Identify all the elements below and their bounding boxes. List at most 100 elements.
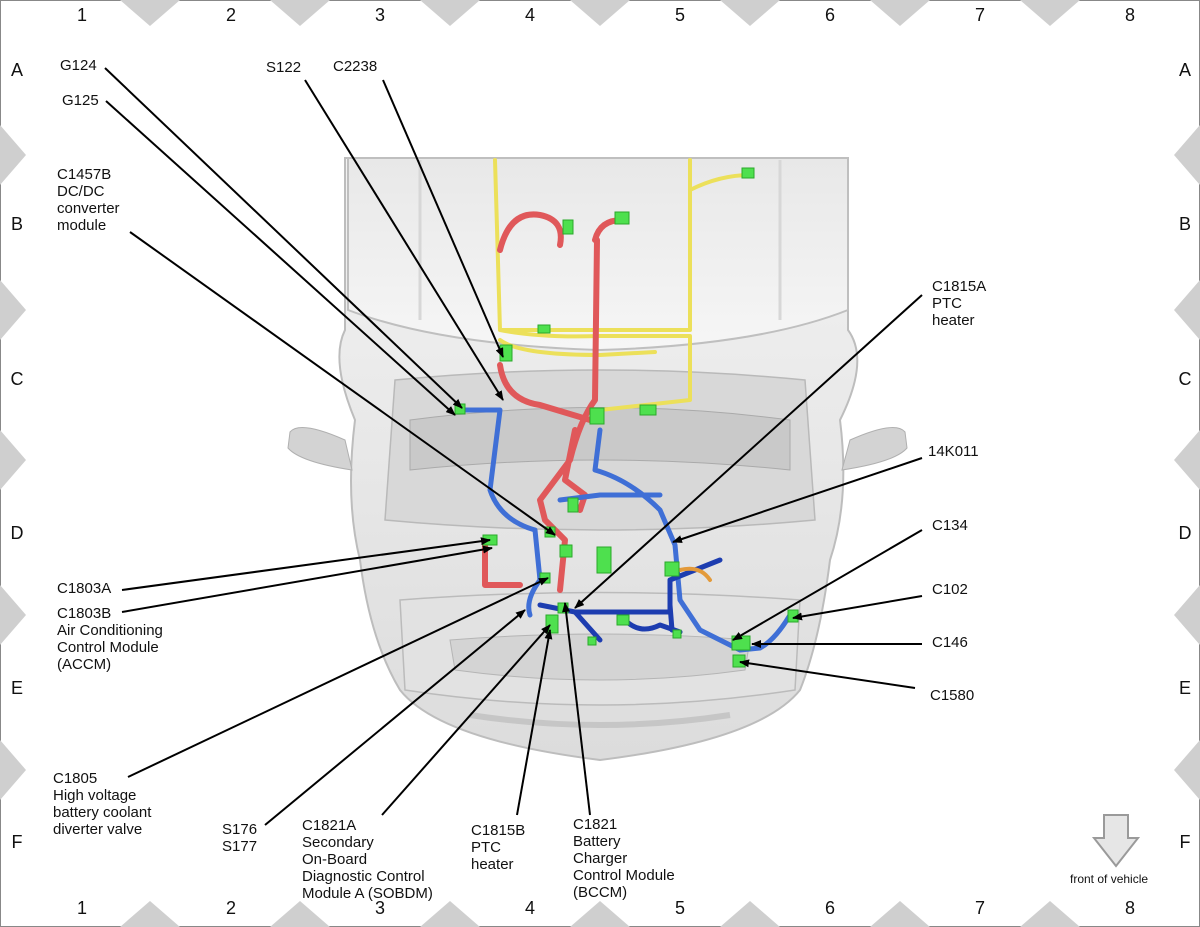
grid-col-top-3: 3 xyxy=(374,5,385,25)
label-line: Battery xyxy=(573,833,621,850)
label-c1803a: C1803A xyxy=(57,580,111,597)
label-line: diverter valve xyxy=(53,821,143,838)
label-line: G124 xyxy=(60,57,97,74)
label-line: (BCCM) xyxy=(573,884,628,901)
label-line: C1580 xyxy=(930,687,975,704)
label-line: Air Conditioning xyxy=(57,622,163,639)
label-c1815b: C1815B PTC heater xyxy=(471,822,525,873)
label-c134: C134 xyxy=(932,517,968,534)
leader-c1580 xyxy=(739,659,916,689)
grid-col-bottom-7: 7 xyxy=(974,898,985,918)
grid-col-bottom-2: 2 xyxy=(225,898,236,918)
leader-c1821 xyxy=(562,602,591,816)
grid-row-left-D: D xyxy=(10,523,24,543)
label-g125: G125 xyxy=(62,92,99,109)
label-line: heater xyxy=(471,856,514,873)
grid-col-top-4: 4 xyxy=(524,5,535,25)
leader-c1803a xyxy=(121,537,491,591)
label-line: PTC xyxy=(932,295,962,312)
label-line: Module A (SOBDM) xyxy=(302,885,433,902)
connector xyxy=(587,636,597,646)
connector xyxy=(567,497,579,513)
grid-col-top-2: 2 xyxy=(225,5,236,25)
label-line: C134 xyxy=(932,517,968,534)
grid-row-left-E: E xyxy=(10,678,23,698)
leader-c102 xyxy=(792,595,923,621)
label-line: C1821 xyxy=(573,816,618,833)
label-g124: G124 xyxy=(60,57,97,74)
label-c1805: C1805 High voltage battery coolant diver… xyxy=(53,770,151,838)
grid-row-right-B: B xyxy=(1178,214,1191,234)
leader-c1815b xyxy=(516,629,553,816)
connector xyxy=(596,546,612,574)
label-c102: C102 xyxy=(932,581,968,598)
grid-col-top-5: 5 xyxy=(674,5,685,25)
label-line: Charger xyxy=(573,850,628,867)
grid-row-right-F: F xyxy=(1179,832,1191,852)
label-c2238: C2238 xyxy=(333,58,377,75)
grid-col-bottom-8: 8 xyxy=(1124,898,1135,918)
label-line: C1803A xyxy=(57,580,112,597)
label-line: C102 xyxy=(932,581,968,598)
leader-c1803b xyxy=(121,545,493,613)
grid-col-top-6: 6 xyxy=(824,5,835,25)
right-mirror xyxy=(841,427,908,471)
label-line: C1457B xyxy=(57,166,112,183)
leader-g124 xyxy=(104,67,463,409)
grid-row-right-A: A xyxy=(1178,60,1191,80)
label-s122: S122 xyxy=(266,59,301,76)
label-c1457b: C1457B DC/DC converter module xyxy=(57,166,120,234)
grid-row-left-B: B xyxy=(10,214,23,234)
grid-row-left-F: F xyxy=(11,832,23,852)
connector xyxy=(664,561,680,577)
label-line: module xyxy=(57,217,107,234)
red-harness xyxy=(482,211,625,593)
label-line: Diagnostic Control xyxy=(302,868,425,885)
leader-g125 xyxy=(105,100,456,416)
grid-row-left-C: C xyxy=(10,369,24,389)
leader-c1805 xyxy=(127,577,549,778)
label-line: C1805 xyxy=(53,770,98,787)
leader-c1821a xyxy=(381,624,551,816)
label-14k011: 14K011 xyxy=(928,443,979,460)
label-line: On-Board xyxy=(302,851,368,868)
front-of-vehicle-label: front of vehicle xyxy=(1070,872,1149,886)
label-line: C1815B xyxy=(471,822,526,839)
label-line: C146 xyxy=(932,634,968,651)
grid-col-top-8: 8 xyxy=(1124,5,1135,25)
leader-s122 xyxy=(304,79,504,401)
connector xyxy=(672,629,682,639)
label-line: C2238 xyxy=(333,58,378,75)
grid-col-top-1: 1 xyxy=(76,5,87,25)
connector xyxy=(589,407,605,425)
connector xyxy=(741,167,755,179)
label-s176-s177: S176 S177 xyxy=(222,821,257,855)
label-line: converter xyxy=(57,200,120,217)
grid-row-right-D: D xyxy=(1178,523,1192,543)
grid-col-bottom-4: 4 xyxy=(524,898,535,918)
grid-col-bottom-6: 6 xyxy=(824,898,835,918)
label-c1580: C1580 xyxy=(930,687,974,704)
label-line: C1815A xyxy=(932,278,987,295)
label-c1803b: C1803B Air Conditioning Control Module (… xyxy=(57,605,163,673)
grid-col-bottom-5: 5 xyxy=(674,898,685,918)
grid-row-left-A: A xyxy=(10,60,23,80)
orange-harness xyxy=(678,566,712,582)
connector xyxy=(559,544,573,558)
grid-row-right-E: E xyxy=(1178,678,1191,698)
label-line: High voltage xyxy=(53,787,137,804)
leader-c2238 xyxy=(382,79,504,358)
label-line: S122 xyxy=(266,59,302,76)
leader-c1457b xyxy=(129,231,556,536)
leader-c134 xyxy=(732,529,923,641)
label-line: battery coolant xyxy=(53,804,152,821)
leader-c1815a xyxy=(574,294,923,609)
grid-row-right-C: C xyxy=(1178,369,1192,389)
label-line: (ACCM) xyxy=(57,656,112,673)
label-line: S177 xyxy=(222,838,258,855)
label-c1821a: C1821A Secondary On-Board Diagnostic Con… xyxy=(302,817,433,902)
dark-blue-harness xyxy=(537,557,723,643)
